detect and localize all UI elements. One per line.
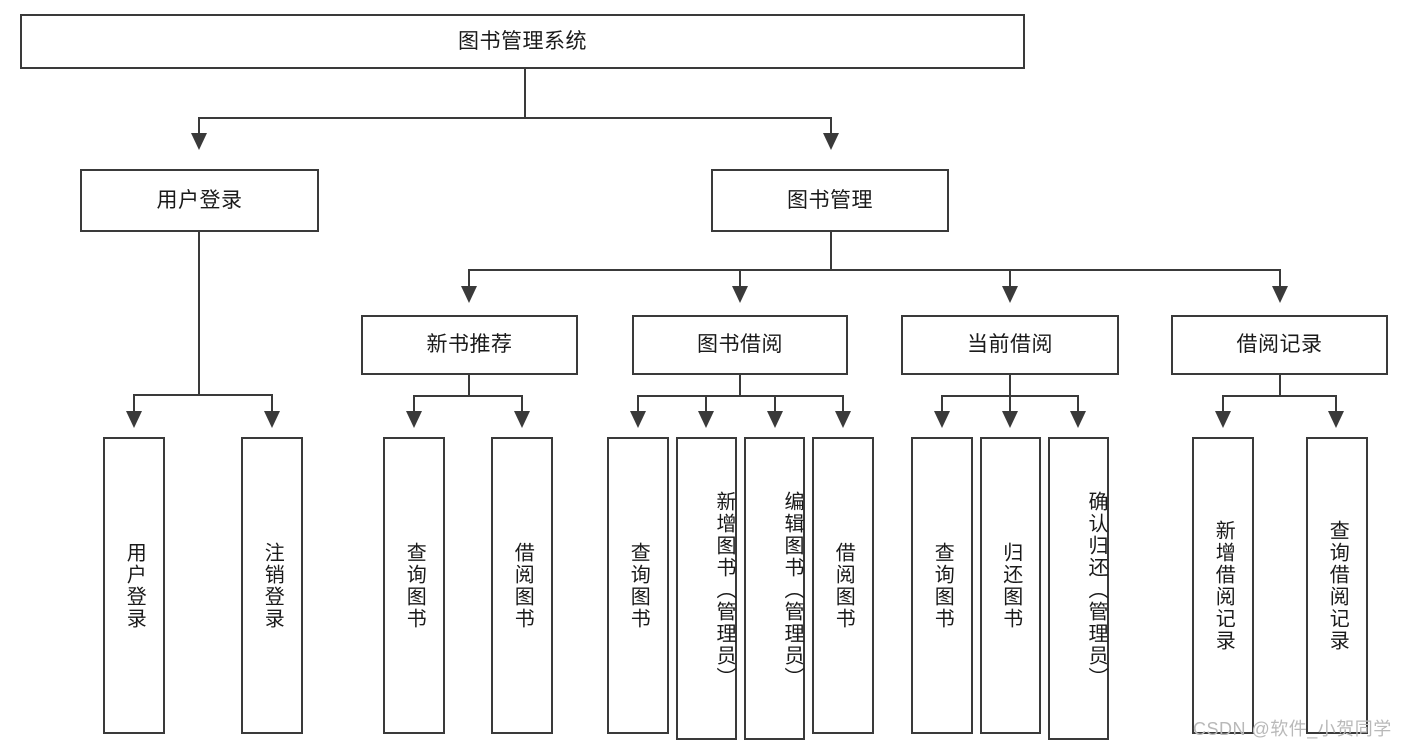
edge-current-borrow-down xyxy=(1009,375,1011,397)
node-label: 借阅图书 xyxy=(832,541,855,630)
node-leaf-query-book-nbr[interactable]: 查询图书 xyxy=(383,437,445,734)
edge-bb-leaf-4 xyxy=(842,395,844,412)
edge-to-new-book-recommend xyxy=(468,269,470,287)
arrowhead-nbr-leaf-2 xyxy=(514,411,530,428)
arrowhead-book-borrow xyxy=(732,286,748,303)
arrowhead-cb-leaf-1 xyxy=(934,411,950,428)
node-new-book-recommend[interactable]: 新书推荐 xyxy=(361,315,578,375)
arrowhead-bb-leaf-2 xyxy=(698,411,714,428)
edge-cb-leaf-2 xyxy=(1009,395,1011,412)
node-label: 查询图书 xyxy=(627,541,650,630)
node-label: 查询图书 xyxy=(403,541,426,630)
node-label: 新增图书（管理员） xyxy=(713,491,735,689)
node-leaf-borrow-book-nbr[interactable]: 借阅图书 xyxy=(491,437,553,734)
arrowhead-bb-leaf-4 xyxy=(835,411,851,428)
node-label: 编辑图书（管理员） xyxy=(781,491,803,689)
edge-bb-leaf-1 xyxy=(637,395,639,412)
edge-borrow-record-bus xyxy=(1222,395,1337,397)
edge-to-current-borrow xyxy=(1009,269,1011,287)
arrowhead-bb-leaf-1 xyxy=(630,411,646,428)
node-label: 新书推荐 xyxy=(426,333,513,357)
node-label: 借阅图书 xyxy=(511,541,534,630)
edge-to-borrow-record xyxy=(1279,269,1281,287)
node-borrow-record[interactable]: 借阅记录 xyxy=(1171,315,1388,375)
node-leaf-query-borrow-record[interactable]: 查询借阅记录 xyxy=(1306,437,1368,734)
node-label: 查询图书 xyxy=(931,541,954,630)
edge-to-user-login xyxy=(198,117,200,135)
edge-cb-leaf-1 xyxy=(941,395,943,412)
edge-cb-leaf-3 xyxy=(1077,395,1079,412)
node-label: 查询借阅记录 xyxy=(1326,519,1349,652)
arrowhead-new-book-recommend xyxy=(461,286,477,303)
edge-user-login-leaf-1 xyxy=(133,394,135,412)
node-leaf-borrow-book-bb[interactable]: 借阅图书 xyxy=(812,437,874,734)
edge-nbr-leaf-2 xyxy=(521,395,523,412)
node-label: 当前借阅 xyxy=(967,333,1053,357)
arrowhead-cb-leaf-2 xyxy=(1002,411,1018,428)
edge-root-down xyxy=(524,69,526,118)
edge-br-leaf-2 xyxy=(1335,395,1337,412)
arrowhead-br-leaf-1 xyxy=(1215,411,1231,428)
node-leaf-edit-book-admin[interactable]: 编辑图书（管理员） xyxy=(744,437,805,740)
node-current-borrow[interactable]: 当前借阅 xyxy=(901,315,1119,375)
edge-borrow-record-down xyxy=(1279,375,1281,397)
arrowhead-br-leaf-2 xyxy=(1328,411,1344,428)
edge-bb-leaf-3 xyxy=(774,395,776,412)
node-leaf-logout[interactable]: 注销登录 xyxy=(241,437,303,734)
node-leaf-user-login[interactable]: 用户登录 xyxy=(103,437,165,734)
edge-user-login-leaf-2 xyxy=(271,394,273,412)
arrowhead-leaf-logout xyxy=(264,411,280,428)
node-label: 确认归还（管理员） xyxy=(1085,491,1107,689)
arrowhead-bb-leaf-3 xyxy=(767,411,783,428)
node-leaf-add-book-admin[interactable]: 新增图书（管理员） xyxy=(676,437,737,740)
edge-book-management-down xyxy=(830,232,832,271)
node-label: 注销登录 xyxy=(261,541,284,630)
edge-book-borrow-bus xyxy=(637,395,844,397)
edge-new-book-recommend-bus xyxy=(413,395,523,397)
edge-br-leaf-1 xyxy=(1222,395,1224,412)
arrowhead-book-management xyxy=(823,133,839,150)
edge-new-book-recommend-down xyxy=(468,375,470,397)
edge-user-login-bus xyxy=(133,394,273,396)
node-book-management[interactable]: 图书管理 xyxy=(711,169,949,232)
node-leaf-query-book-cb[interactable]: 查询图书 xyxy=(911,437,973,734)
edge-bb-leaf-2 xyxy=(705,395,707,412)
arrowhead-user-login xyxy=(191,133,207,150)
node-leaf-confirm-return-admin[interactable]: 确认归还（管理员） xyxy=(1048,437,1109,740)
edge-to-book-management xyxy=(830,117,832,135)
node-label: 图书管理系统 xyxy=(458,29,587,53)
node-label: 归还图书 xyxy=(999,541,1022,630)
arrowhead-borrow-record xyxy=(1272,286,1288,303)
node-leaf-add-borrow-record[interactable]: 新增借阅记录 xyxy=(1192,437,1254,734)
node-label: 借阅记录 xyxy=(1236,333,1323,357)
node-user-login[interactable]: 用户登录 xyxy=(80,169,319,232)
node-root-book-management-system[interactable]: 图书管理系统 xyxy=(20,14,1025,69)
edge-user-login-down xyxy=(198,232,200,396)
node-label: 新增借阅记录 xyxy=(1212,519,1235,652)
node-label: 用户登录 xyxy=(123,541,146,630)
node-leaf-return-book[interactable]: 归还图书 xyxy=(980,437,1041,734)
edge-root-bus xyxy=(198,117,832,119)
edge-nbr-leaf-1 xyxy=(413,395,415,412)
arrowhead-current-borrow xyxy=(1002,286,1018,303)
node-label: 图书管理 xyxy=(787,188,873,212)
edge-to-book-borrow xyxy=(739,269,741,287)
arrowhead-nbr-leaf-1 xyxy=(406,411,422,428)
edge-level3-bus xyxy=(468,269,1280,271)
node-label: 图书借阅 xyxy=(697,333,783,357)
arrowhead-cb-leaf-3 xyxy=(1070,411,1086,428)
node-leaf-query-book-bb[interactable]: 查询图书 xyxy=(607,437,669,734)
edge-book-borrow-down xyxy=(739,375,741,397)
arrowhead-leaf-user-login xyxy=(126,411,142,428)
node-label: 用户登录 xyxy=(156,188,243,212)
node-book-borrow[interactable]: 图书借阅 xyxy=(632,315,848,375)
